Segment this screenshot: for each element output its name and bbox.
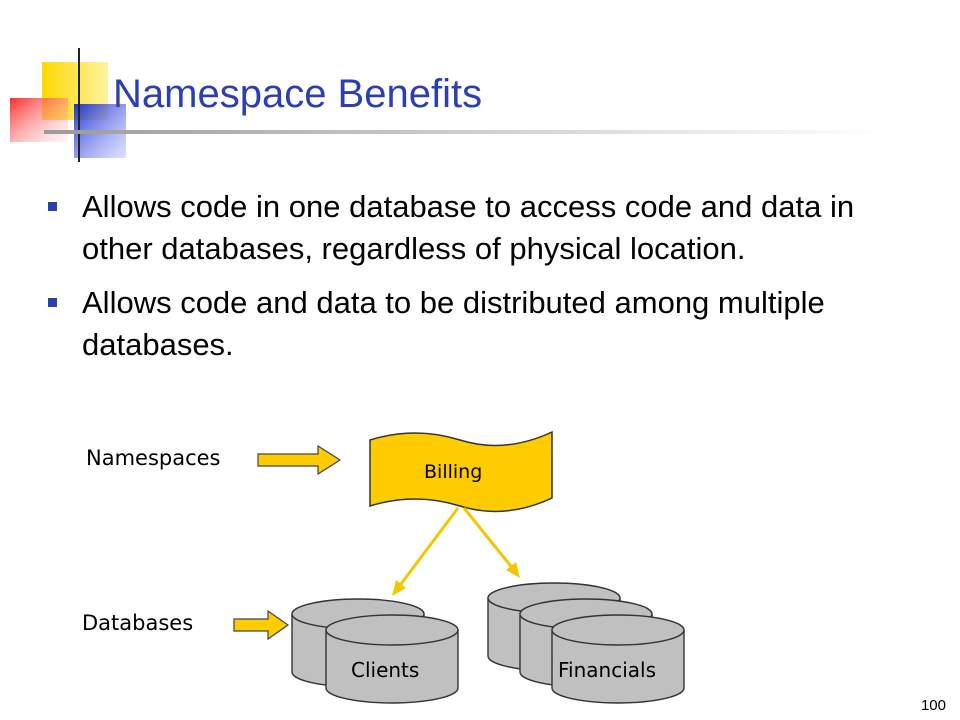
link-to-financials-arrow: [462, 507, 516, 571]
database-cylinder: [551, 614, 685, 704]
link-to-financials-arrowhead: [506, 562, 520, 578]
bullet-item: Allows code in one database to access co…: [48, 186, 908, 270]
bullet-item: Allows code and data to be distributed a…: [48, 282, 908, 366]
title-underline: [44, 130, 884, 134]
link-to-clients-arrowhead: [392, 580, 406, 596]
namespaces-arrow: [257, 444, 342, 476]
bullet-text: Allows code and data to be distributed a…: [82, 285, 825, 362]
databases-arrow: [233, 609, 290, 641]
bullet-square-icon: [48, 298, 57, 307]
link-to-clients-arrow: [396, 507, 460, 589]
bullet-square-icon: [48, 202, 57, 211]
billing-label: Billing: [424, 461, 483, 483]
slide-title: Namespace Benefits: [113, 72, 483, 116]
financials-label: Financials: [558, 658, 656, 682]
clients-label: Clients: [351, 658, 420, 682]
clients-database-group: [291, 598, 459, 704]
database-cylinder: [325, 614, 459, 704]
bullet-text: Allows code in one database to access co…: [82, 189, 855, 266]
billing-namespace-shape: [369, 430, 553, 513]
deco-red-square: [10, 98, 68, 142]
namespaces-label: Namespaces: [86, 446, 221, 470]
financials-database-group: [487, 582, 685, 704]
databases-label: Databases: [82, 611, 194, 635]
slide-number: 100: [920, 697, 946, 714]
bullet-list: Allows code in one database to access co…: [48, 186, 908, 378]
